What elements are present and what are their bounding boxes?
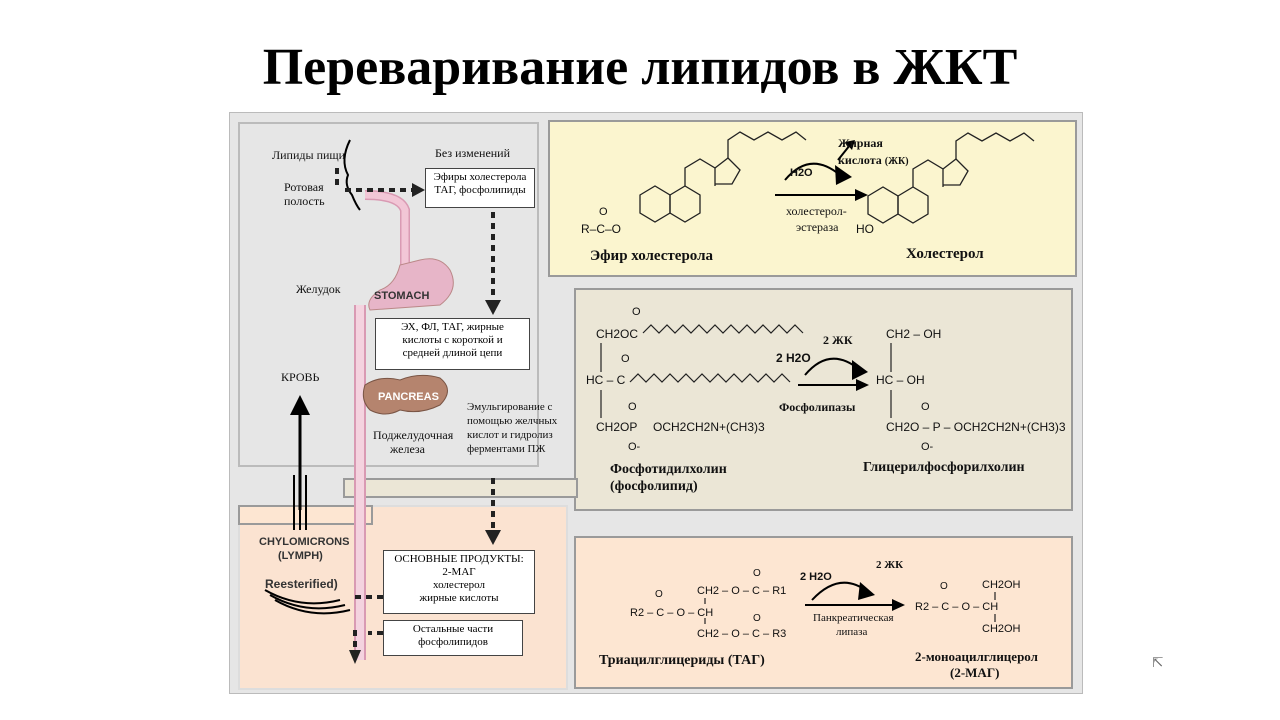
pc-o-1: O <box>632 306 641 318</box>
label-triacylglycerides: Триацилглицериды (ТАГ) <box>599 653 765 668</box>
tag-o-3: O <box>753 613 761 624</box>
connector-bar-phospholipid <box>343 478 578 498</box>
phospholipid-panel <box>574 288 1073 511</box>
label-fa-3: 2 ЖК <box>876 559 904 571</box>
pc-o-minus: O- <box>628 441 641 453</box>
label-2-mag-abbr: (2-МАГ) <box>950 665 1000 680</box>
label-fatty-acid-2: кислота (ЖК) <box>838 153 909 167</box>
label-food-lipids: Липиды пищи <box>272 148 346 162</box>
label-stomach-ru: Желудок <box>296 282 341 296</box>
ester-oxygen: O <box>599 206 608 218</box>
label-glycerophosphorylcholine: Глицерилфосфорилхолин <box>863 460 1025 475</box>
tag-o-1: O <box>655 589 663 600</box>
pc-hc-c: HC – C <box>586 373 626 387</box>
label-enzyme-esterase: холестерол- <box>786 204 847 218</box>
label-water-1: H2O <box>790 167 813 179</box>
label-pancreas-ru: Поджелудочная <box>373 428 454 442</box>
label-cholesterol: Холестерол <box>906 246 984 262</box>
pc-choline: OCH2CH2N+(CH3)3 <box>653 420 765 434</box>
mouse-cursor-icon: ⇱ <box>1152 656 1164 671</box>
label-pancreas-en: PANCREAS <box>378 391 439 403</box>
label-phospholipid: (фосфолипид) <box>610 479 698 494</box>
label-phospholipases: Фосфолипазы <box>779 400 856 414</box>
label-chylomicrons: CHYLOMICRONS <box>259 536 350 548</box>
label-lipase-2: липаза <box>836 626 868 638</box>
label-lymph: (LYMPH) <box>278 550 323 562</box>
tag-r3: CH2 – O – C – R3 <box>697 628 787 640</box>
slide-title: Переваривание липидов в ЖКТ <box>262 39 1018 96</box>
label-water-3: 2 H2O <box>800 571 832 583</box>
mag-o: O <box>940 581 948 592</box>
tag-r1: CH2 – O – C – R1 <box>697 585 787 597</box>
triacylglycerol-panel <box>574 536 1073 689</box>
ester-group: R–C–O <box>581 222 622 236</box>
label-2-mag: 2-моноацилглицерол <box>915 649 1038 664</box>
tag-r2: R2 – C – O – CH <box>630 607 714 619</box>
label-lipase: Панкреатическая <box>813 612 894 624</box>
tag-o-2: O <box>753 568 761 579</box>
label-cholesterol-ester: Эфир холестерола <box>590 248 714 264</box>
gpc-ch2oh: CH2 – OH <box>886 327 942 341</box>
gpc-o-minus: O- <box>921 441 934 453</box>
pc-o-3: O <box>628 401 637 413</box>
label-mouth: Ротовая <box>284 180 324 194</box>
label-fatty-acid: Жирная <box>838 136 883 150</box>
label-fa-2: 2 ЖК <box>823 333 853 347</box>
hydroxyl-label: HO <box>856 222 874 236</box>
gpc-o: O <box>921 401 930 413</box>
pc-ch2op: CH2OP <box>596 420 638 434</box>
gpc-hcoh: HC – OH <box>876 373 925 387</box>
label-blood: КРОВЬ <box>281 370 320 384</box>
gpc-ch2op: CH2O – P – OCH2CH2N+(CH3)3 <box>886 420 1066 434</box>
pc-o-2: O <box>621 353 630 365</box>
label-phosphatidylcholine: Фосфотидилхолин <box>610 462 727 477</box>
label-enzyme-esterase-2: эстераза <box>796 220 839 234</box>
mag-ch2oh-top: CH2OH <box>982 579 1021 591</box>
label-reesterified: Reesterified) <box>265 577 338 591</box>
label-pancreas-ru-2: железа <box>390 442 425 456</box>
label-water-2: 2 H2O <box>776 351 811 365</box>
label-mouth-2: полость <box>284 194 325 208</box>
cholesterol-ester-panel <box>548 120 1077 277</box>
mag-r2: R2 – C – O – CH <box>915 601 999 613</box>
label-stomach-en: STOMACH <box>374 290 430 302</box>
mag-ch2oh-bottom: CH2OH <box>982 623 1021 635</box>
pc-ch2occ: CH2OC <box>596 327 639 341</box>
label-unchanged: Без изменений <box>435 146 511 160</box>
